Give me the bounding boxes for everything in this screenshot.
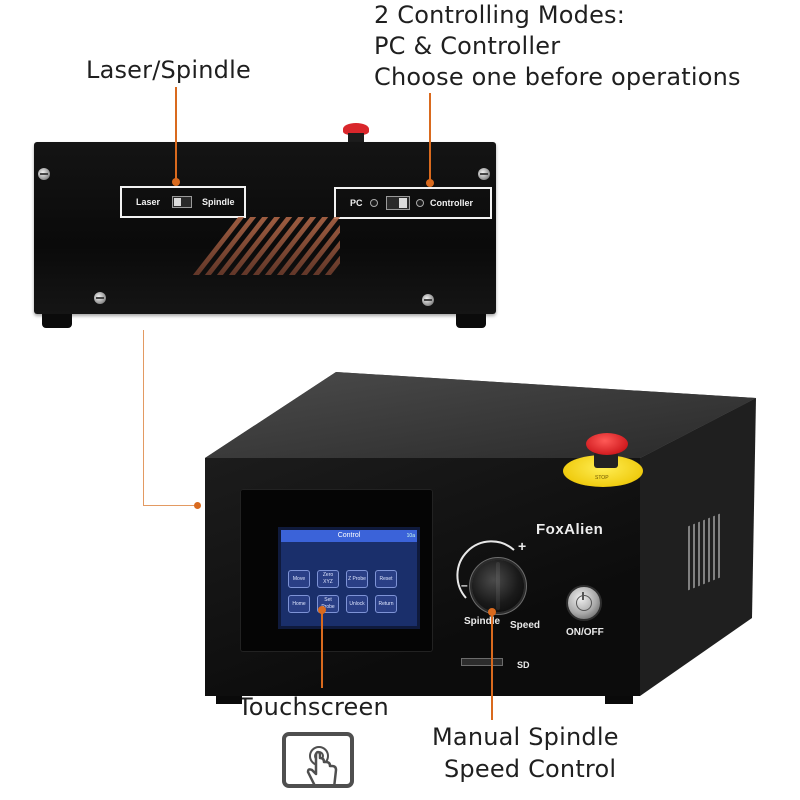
sd-label: SD: [517, 660, 530, 670]
spindle-label: Spindle: [202, 197, 235, 207]
screen-button-move[interactable]: Move: [288, 570, 310, 588]
speed-minus-sign: –: [461, 578, 468, 592]
controller-led-icon: [416, 199, 424, 207]
connector-line-vertical: [143, 330, 144, 506]
pc-controller-switch[interactable]: [386, 196, 410, 210]
modes-callout-line1: 2 Controlling Modes:: [374, 1, 626, 29]
power-button[interactable]: [566, 585, 602, 621]
controller-label: Controller: [430, 198, 474, 208]
speed-arc-icon: [456, 540, 515, 599]
manual-speed-callout-line2: Speed Control: [444, 755, 617, 783]
pc-led-icon: [370, 199, 378, 207]
screw-icon: [94, 292, 106, 304]
knob-label-spindle: Spindle: [464, 616, 501, 627]
brand-logo: FoxAlien: [536, 521, 604, 538]
touchscreen-callout: Touchscreen: [238, 693, 389, 721]
screen-button-reset[interactable]: Reset: [375, 570, 397, 588]
back-foot-left: [42, 314, 72, 328]
modes-callout-dot: [426, 179, 434, 187]
laser-callout-line: [175, 87, 177, 183]
laser-label: Laser: [136, 197, 161, 207]
touchscreen-callout-dot: [318, 606, 326, 614]
power-label: ON/OFF: [566, 627, 604, 638]
knob-callout-line: [491, 614, 493, 720]
knob-label-speed: Speed: [510, 620, 541, 631]
screen-button-z-probe[interactable]: Z Probe: [346, 570, 368, 588]
power-icon: [576, 592, 592, 611]
back-estop-base: [348, 133, 364, 143]
screen-button-home[interactable]: Home: [288, 595, 310, 613]
screw-icon: [478, 168, 490, 180]
screen-button-return[interactable]: Return: [375, 595, 397, 613]
pc-label: PC: [350, 198, 363, 208]
spindle-speed-knob[interactable]: [472, 560, 524, 612]
laser-spindle-switch[interactable]: [172, 196, 192, 208]
modes-callout-line2: PC & Controller: [374, 32, 561, 60]
screen-title: Control: [281, 530, 417, 542]
estop-stem: [594, 452, 618, 468]
touch-hand-icon: [282, 732, 354, 788]
back-foot-right: [456, 314, 486, 328]
screen-button-zero-xyz[interactable]: Zero XYZ: [317, 570, 339, 588]
screw-icon: [38, 168, 50, 180]
sd-card-slot[interactable]: [461, 658, 503, 666]
modes-callout-line3: Choose one before operations: [374, 63, 741, 91]
mode-switch-frame: PC Controller: [334, 187, 492, 219]
laser-spindle-callout: Laser/Spindle: [86, 56, 251, 84]
screen-button-unlock[interactable]: Unlock: [346, 595, 368, 613]
emergency-stop-button[interactable]: [586, 433, 628, 455]
knob-callout-dot: [488, 608, 496, 616]
connector-line-horizontal: [143, 505, 197, 506]
side-vents: [686, 513, 722, 596]
back-estop-button: [343, 123, 369, 135]
touchscreen-callout-line: [321, 612, 323, 688]
screw-icon: [422, 294, 434, 306]
estop-ring-text: STOP: [595, 475, 609, 481]
speed-plus-sign: +: [518, 538, 527, 554]
screen-corner-text: 10a: [406, 533, 415, 539]
modes-callout-line: [429, 93, 431, 185]
manual-speed-callout-line1: Manual Spindle: [432, 723, 619, 751]
laser-spindle-switch-frame: Laser Spindle: [120, 186, 246, 218]
laser-callout-dot: [172, 178, 180, 186]
touchscreen-display[interactable]: Control 10a Move Zero XYZ Z Probe Reset …: [278, 527, 420, 629]
connector-dot: [194, 502, 201, 509]
